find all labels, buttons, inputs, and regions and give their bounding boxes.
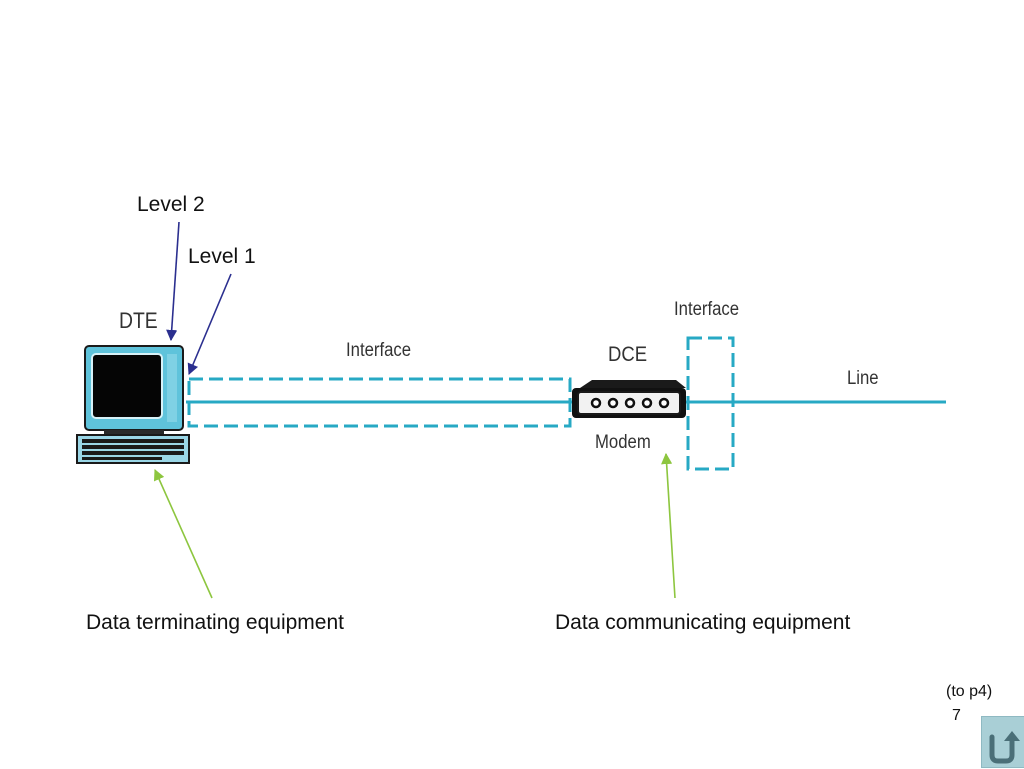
page-number: 7 <box>952 707 961 724</box>
modem-icon <box>572 380 686 418</box>
interface-box-left <box>187 377 572 428</box>
interface-right-label: Interface <box>674 299 740 320</box>
line-label: Line <box>847 368 879 389</box>
to-page-link[interactable]: (to p4) <box>946 683 993 700</box>
modem-label: Modem <box>595 432 651 453</box>
interface-left-label: Interface <box>346 340 412 361</box>
back-arrow-icon <box>989 731 1020 764</box>
back-button[interactable] <box>981 716 1024 768</box>
level2-label: Level 2 <box>137 193 205 216</box>
interface-box-right <box>686 336 735 471</box>
dte-label: DTE <box>119 308 158 333</box>
dce-pointer-arrow <box>661 452 676 599</box>
level2-arrow <box>166 221 180 342</box>
dce-label: DCE <box>608 343 648 366</box>
dce-description: Data communicating equipment <box>555 611 851 634</box>
level1-label: Level 1 <box>188 245 256 268</box>
computer-terminal-icon <box>76 345 190 464</box>
dte-pointer-arrow <box>153 468 213 599</box>
level1-arrow <box>187 273 232 376</box>
dte-description: Data terminating equipment <box>86 611 344 634</box>
